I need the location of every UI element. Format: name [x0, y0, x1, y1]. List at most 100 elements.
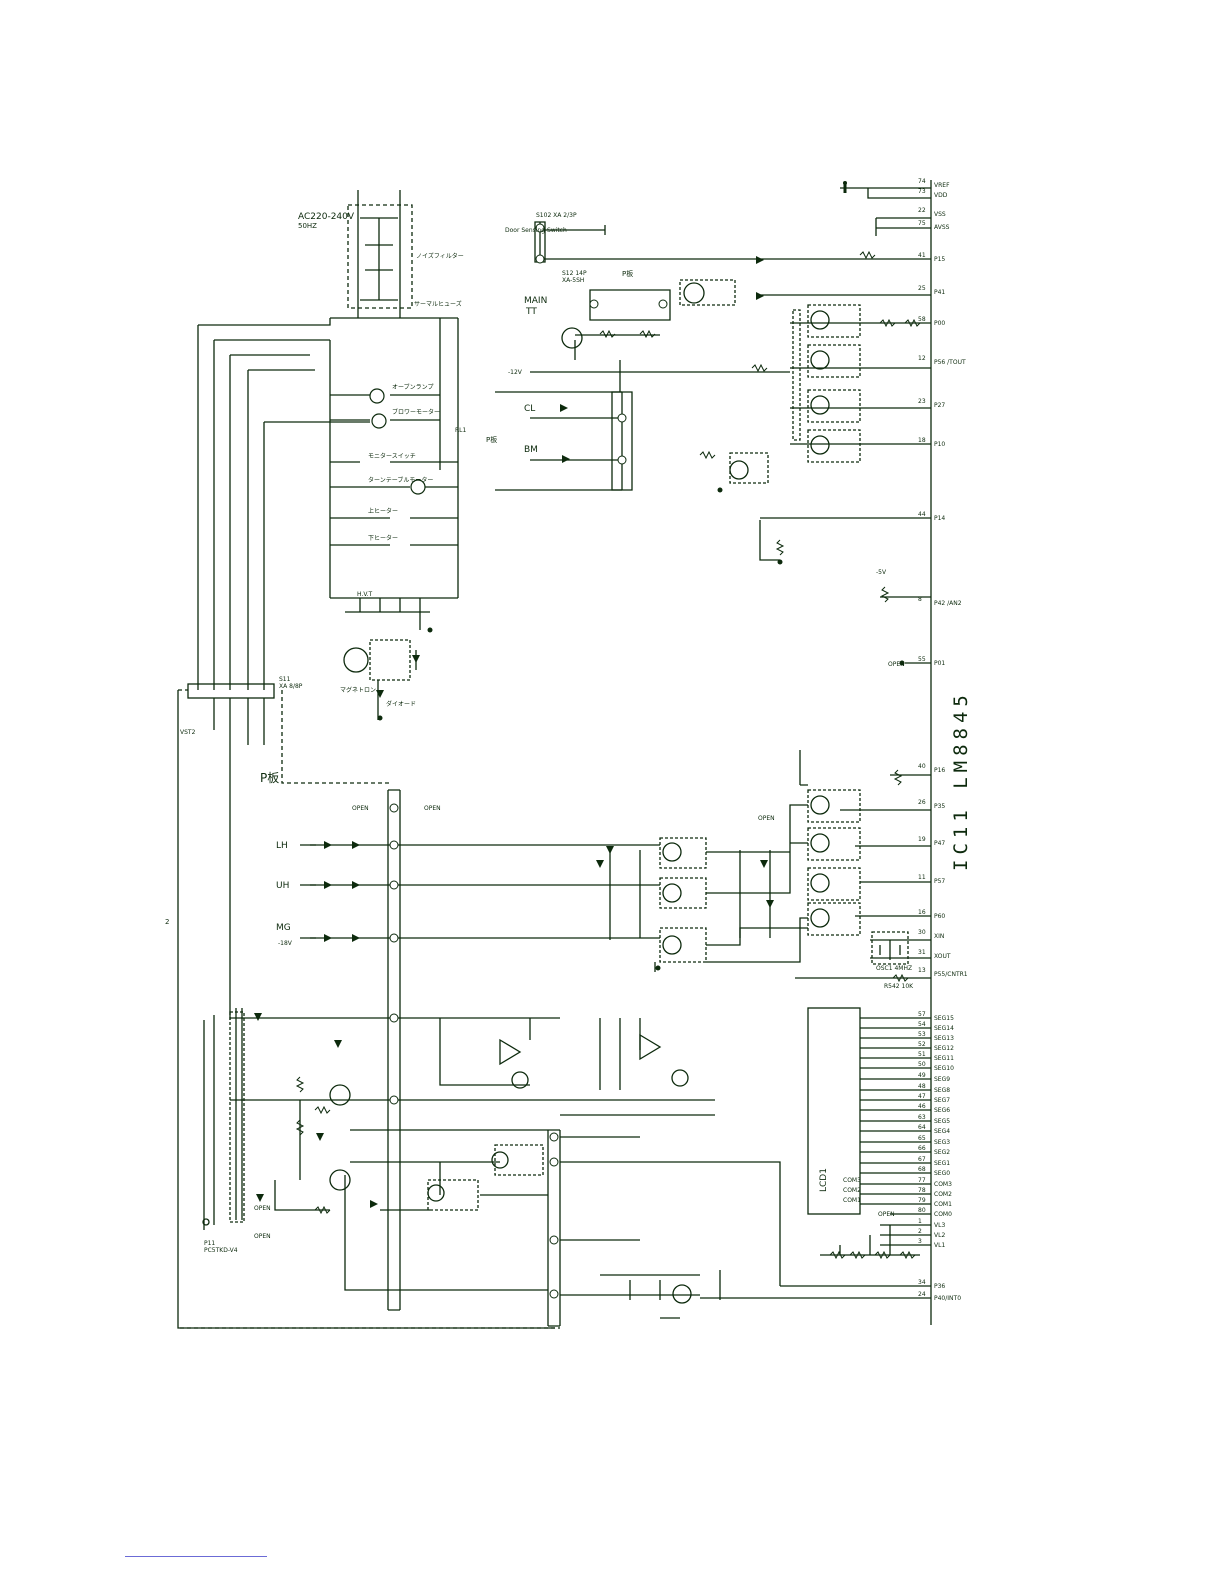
pin-name: VSS	[934, 211, 946, 218]
lh-label: LH	[276, 841, 288, 851]
osc-label: OSC1 4MHZ	[876, 965, 912, 972]
pin-number: 49	[918, 1072, 926, 1079]
ac-input-label: AC220-240V	[298, 212, 355, 222]
pin-number: 63	[918, 1114, 926, 1121]
pin-name: SEG11	[934, 1055, 954, 1062]
pin-name: P36	[934, 1283, 945, 1290]
s102-label: S102 XA 2/3P	[536, 212, 577, 219]
open-label-3: OPEN	[758, 815, 775, 822]
pin-name: VL2	[934, 1232, 945, 1239]
pin-name: P41	[934, 289, 945, 296]
pin-number: 65	[918, 1135, 926, 1142]
s11-label-b: XA 8/8P	[279, 683, 303, 690]
pin-number: 26	[918, 799, 926, 806]
pin-name: SEG13	[934, 1035, 954, 1042]
pin-number: 68	[918, 1166, 926, 1173]
pin-number: 1	[918, 1218, 922, 1225]
lcd-pin-label: COM2	[843, 1187, 861, 1194]
ac-freq-label: 50HZ	[298, 222, 317, 230]
pin-name: SEG2	[934, 1149, 950, 1156]
pin-number: 19	[918, 836, 926, 843]
pin-number: 40	[918, 763, 926, 770]
pin-number: 73	[918, 188, 926, 195]
pin-name: SEG9	[934, 1076, 950, 1083]
pin-number: 22	[918, 207, 926, 214]
monitor-switch-label: モニタースイッチ	[368, 452, 416, 460]
pin-name: P35	[934, 803, 945, 810]
pin-number: 18	[918, 437, 926, 444]
pin-name: P27	[934, 402, 945, 409]
pin-name: XIN	[934, 933, 944, 940]
pin-name: VL3	[934, 1222, 945, 1229]
p-board-label-mid: P板	[486, 435, 497, 444]
tt-motor-label: ターンテーブルモーター	[368, 476, 433, 484]
s11-label: S11	[279, 676, 291, 683]
uh-label: UH	[276, 881, 289, 891]
pin-number: 78	[918, 1187, 926, 1194]
pin-number: 80	[918, 1207, 926, 1214]
pin-number: 64	[918, 1124, 926, 1131]
diode-label: ダイオード	[386, 700, 416, 708]
lcd-pin-label: COM3	[843, 1177, 861, 1184]
pin-name: P42 /AN2	[934, 600, 962, 607]
pin-number: 79	[918, 1197, 926, 1204]
p-board-label-top: P板	[622, 269, 633, 278]
pin-name: P60	[934, 913, 945, 920]
thermal-fuse-label: サーマルヒューズ	[414, 300, 462, 308]
pin-number: 11	[918, 874, 926, 881]
pin-name: SEG5	[934, 1118, 950, 1125]
pin-name: SEG15	[934, 1015, 954, 1022]
open-label-4: OPEN	[888, 661, 905, 668]
pin-number: 13	[918, 967, 926, 974]
lcd-label: LCD1	[819, 1168, 829, 1192]
magnetron-label: マグネトロン	[340, 686, 376, 694]
pin-number: 66	[918, 1145, 926, 1152]
ic-chip-label: IC11 LM8845	[946, 690, 976, 871]
pin-number: 51	[918, 1051, 926, 1058]
pin-number: 34	[918, 1279, 926, 1286]
pin-number: 77	[918, 1177, 926, 1184]
ic-header-pins: 74VREF73VDD22VSS75AVSS41P1525P4158P0012P…	[918, 178, 968, 978]
pin-number: 47	[918, 1093, 926, 1100]
pin-name: VREF	[934, 182, 950, 189]
pin-number: 25	[918, 285, 926, 292]
s12-label-b: XA-5SH	[562, 277, 584, 284]
bm-label: BM	[524, 445, 538, 455]
pin-name: COM3	[934, 1181, 952, 1188]
pin-number: 30	[918, 929, 926, 936]
pin-name: P00	[934, 320, 945, 327]
lower-heater-label: 下ヒーター	[368, 534, 398, 542]
pin-number: 74	[918, 178, 926, 185]
pin-name: SEG10	[934, 1065, 954, 1072]
open-label-6: OPEN	[254, 1205, 271, 1212]
pin-number: 58	[918, 316, 926, 323]
hvt-label: H.V.T	[357, 591, 373, 598]
pin-name: P40/INT0	[934, 1295, 961, 1302]
main-tt-label: MAIN	[524, 296, 547, 306]
pin-number: 23	[918, 398, 926, 405]
pin-name: COM2	[934, 1191, 952, 1198]
pin-number: 24	[918, 1291, 926, 1298]
r542-label: R542 10K	[884, 983, 914, 990]
pin-name: SEG1	[934, 1160, 950, 1167]
ic-seg-pins: 57SEG1554SEG1453SEG1352SEG1251SEG1150SEG…	[918, 1011, 961, 1302]
footer-link-line	[125, 1556, 267, 1557]
pin-number: 75	[918, 220, 926, 227]
pin-name: P14	[934, 515, 945, 522]
minus18v-label: -18V	[278, 940, 293, 947]
pin-name: SEG0	[934, 1170, 950, 1177]
pin-number: 46	[918, 1103, 926, 1110]
left-number-label: 2	[165, 918, 169, 926]
pin-name: AVSS	[934, 224, 950, 231]
pin-number: 48	[918, 1083, 926, 1090]
pin-number: 53	[918, 1031, 926, 1038]
pin-name: COM1	[934, 1201, 952, 1208]
noise-filter-label: ノイズフィルター	[416, 252, 464, 260]
open-label-5: OPEN	[878, 1211, 895, 1218]
mg-label: MG	[276, 923, 291, 933]
p11-label: P11	[204, 1240, 215, 1247]
pin-number: 44	[918, 511, 926, 518]
vst2-label: VST2	[180, 729, 196, 736]
